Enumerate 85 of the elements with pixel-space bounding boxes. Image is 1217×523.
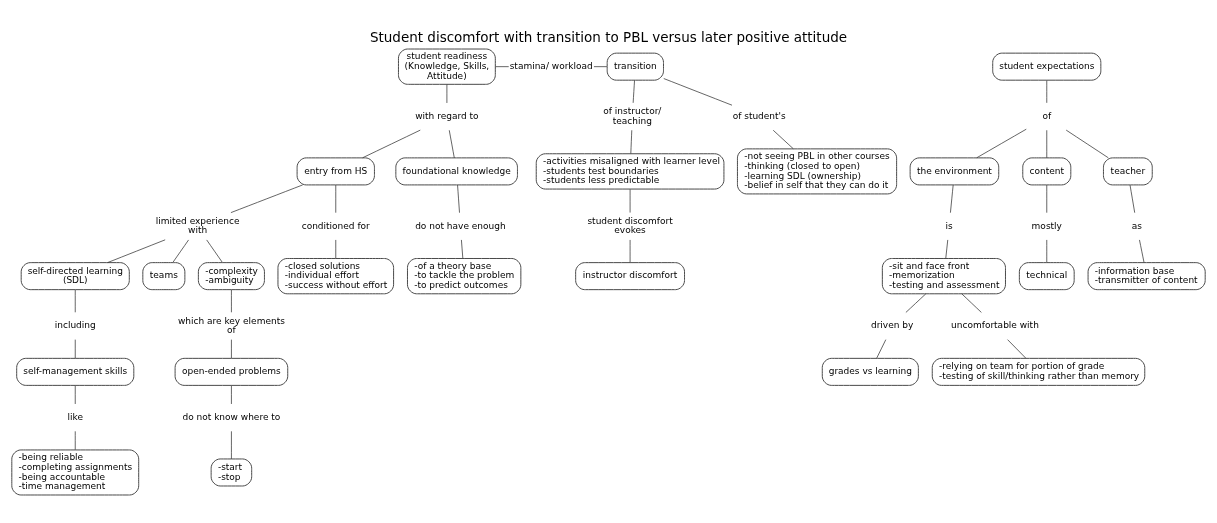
connector bbox=[976, 128, 1027, 159]
connector bbox=[1129, 184, 1136, 214]
node-box: -complexity -ambiguity bbox=[197, 262, 265, 291]
node-text: is bbox=[945, 220, 953, 231]
connector bbox=[461, 239, 464, 259]
connector bbox=[457, 184, 460, 214]
connector bbox=[663, 78, 733, 106]
connector bbox=[630, 129, 633, 154]
connector bbox=[961, 293, 982, 313]
connector bbox=[1046, 80, 1048, 104]
node-text: with regard to bbox=[415, 110, 479, 121]
connector bbox=[446, 84, 448, 104]
connector bbox=[74, 385, 76, 405]
connector bbox=[632, 80, 635, 104]
connector bbox=[448, 129, 455, 159]
node-text: of bbox=[1042, 110, 1052, 121]
connector bbox=[230, 184, 304, 213]
node-text: uncomfortable with bbox=[951, 320, 1039, 331]
node-text: of instructor/ teaching bbox=[603, 106, 662, 126]
node-box: grades vs learning bbox=[821, 357, 919, 386]
node-text: driven by bbox=[870, 320, 914, 331]
connector bbox=[876, 339, 887, 359]
connector bbox=[945, 239, 949, 259]
connector bbox=[335, 184, 337, 214]
node-text: limited experience with bbox=[155, 215, 240, 236]
node-box: foundational knowledge bbox=[395, 157, 518, 186]
connector bbox=[950, 184, 954, 214]
connector bbox=[74, 430, 76, 451]
node-box: the environment bbox=[909, 157, 1000, 186]
node-box: open-ended problems bbox=[174, 357, 289, 386]
node-text: do not know where to bbox=[182, 411, 281, 422]
connector bbox=[74, 289, 76, 313]
node-box: -closed solutions -individual effort -success without effort bbox=[277, 258, 395, 295]
node-box: -relying on team for portion of grade -testing of skill/thinking rather than memory bbox=[931, 357, 1146, 386]
node-box: teams bbox=[142, 262, 186, 291]
node-text: stamina/ workload bbox=[509, 61, 593, 71]
diagram-title: Student discomfort with transition to PBL versus later positive attitude bbox=[369, 28, 848, 45]
connector bbox=[1065, 129, 1109, 159]
connector bbox=[335, 239, 337, 259]
node-text: as bbox=[1131, 220, 1142, 231]
connector bbox=[629, 239, 631, 263]
node-box: -activities misaligned with learner level -students test boundaries -students less predictable bbox=[535, 153, 725, 190]
node-box: entry from HS bbox=[296, 157, 375, 186]
connector bbox=[1139, 239, 1145, 263]
node-box: -sit and face front -memorization -testing and assessment bbox=[881, 258, 1006, 295]
node-box: student expectations bbox=[992, 52, 1102, 81]
connector bbox=[1007, 339, 1027, 359]
connector bbox=[362, 129, 421, 159]
node-box: instructor discomfort bbox=[575, 262, 685, 291]
node-box: student readiness (Knowledge, Skills, Attitude) bbox=[398, 48, 496, 85]
connector bbox=[231, 385, 232, 405]
node-text: mostly bbox=[1031, 220, 1062, 231]
node-text: like bbox=[67, 411, 83, 422]
node-text: of student's bbox=[732, 110, 786, 121]
connector bbox=[1046, 239, 1048, 263]
node-box: teacher bbox=[1102, 157, 1153, 186]
connector bbox=[1046, 184, 1048, 214]
node-box: transition bbox=[606, 52, 664, 81]
connector bbox=[74, 339, 76, 359]
node-text: which are key elements of bbox=[177, 315, 285, 336]
node-text: conditioned for bbox=[301, 220, 370, 231]
node-text: student discomfort evokes bbox=[587, 215, 673, 236]
connector bbox=[772, 129, 794, 150]
connector bbox=[172, 239, 189, 263]
node-box: -information base -transmitter of content bbox=[1087, 262, 1206, 291]
connector bbox=[495, 66, 510, 68]
node-box: self-directed learning (SDL) bbox=[20, 262, 130, 291]
connector bbox=[107, 239, 166, 263]
connector bbox=[231, 430, 232, 460]
node-box: -of a theory base -to tackle the problem -to predict outcomes bbox=[407, 258, 522, 295]
connector bbox=[905, 293, 927, 313]
node-box: content bbox=[1022, 157, 1072, 186]
node-text: including bbox=[54, 320, 96, 331]
connector bbox=[231, 289, 232, 313]
node-box: -not seeing PBL in other courses -thinking (closed to open) -learning SDL (ownership) -belief in self that they can do it bbox=[736, 148, 898, 195]
node-box: technical bbox=[1018, 262, 1075, 291]
node-box: self-management skills bbox=[16, 357, 135, 386]
node-box: -being reliable -completing assignments -being accountable -time management bbox=[11, 449, 140, 496]
node-box: -start -stop bbox=[210, 458, 253, 487]
connector bbox=[231, 339, 232, 359]
connector bbox=[593, 66, 608, 68]
connector bbox=[206, 239, 223, 263]
connector bbox=[629, 188, 631, 213]
connector bbox=[1046, 129, 1048, 159]
node-text: do not have enough bbox=[415, 220, 506, 231]
